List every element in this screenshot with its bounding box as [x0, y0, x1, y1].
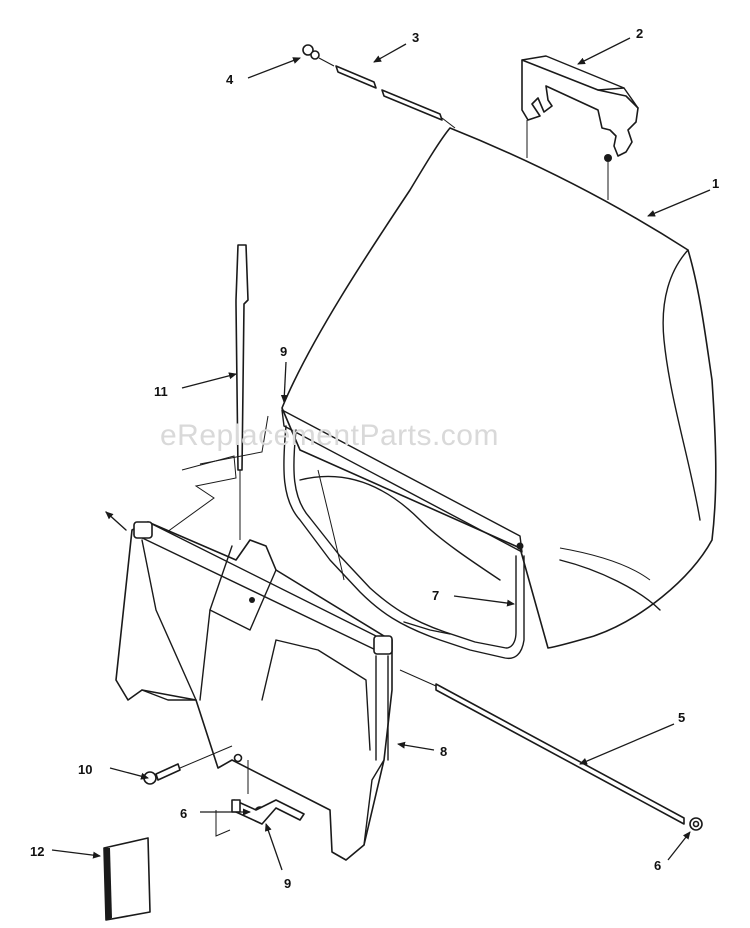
- callout-8: 8: [440, 744, 447, 759]
- callout-12: 12: [30, 844, 44, 859]
- callout-6-left: 6: [180, 806, 187, 821]
- callout-1: 1: [712, 176, 719, 191]
- watermark: eReplacementParts.com: [160, 419, 499, 452]
- callout-labels: 1 2 3 4 5 6 6 7 8 9 9 10 11 12: [30, 26, 719, 891]
- part-12-label: [103, 837, 151, 921]
- part-9-clamp: [215, 760, 305, 837]
- part-2-hanger-bracket: [521, 55, 639, 200]
- callout-9-top: 9: [280, 344, 287, 359]
- callout-5: 5: [678, 710, 685, 725]
- callout-2: 2: [636, 26, 643, 41]
- callout-7: 7: [432, 588, 439, 603]
- callout-6-right: 6: [654, 858, 661, 873]
- part-7-frame: [281, 409, 525, 660]
- callout-9-bottom: 9: [284, 876, 291, 891]
- part-6-nut-right: [689, 817, 703, 831]
- callout-4: 4: [226, 72, 234, 87]
- callout-11: 11: [154, 384, 168, 399]
- part-1-grass-bag: [281, 127, 717, 649]
- bag-outline-guide: [155, 415, 269, 541]
- callout-leaders: [51, 37, 711, 871]
- part-11-rod: [235, 244, 249, 540]
- callout-10: 10: [78, 762, 92, 777]
- part-5-long-rod: [399, 669, 685, 825]
- part-4-cap-nut: [302, 44, 335, 67]
- part-8-housing: [105, 511, 393, 861]
- part-3-pins: [335, 65, 456, 129]
- callout-3: 3: [412, 30, 419, 45]
